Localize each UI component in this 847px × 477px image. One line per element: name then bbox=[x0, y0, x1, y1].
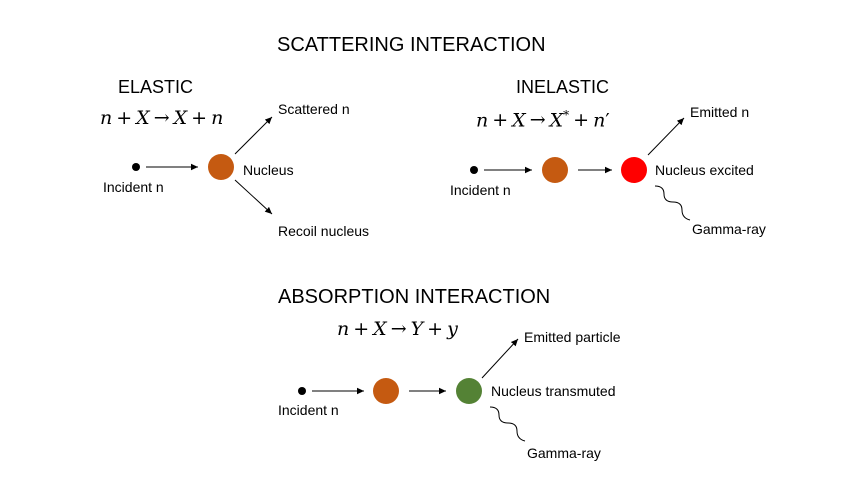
absorption-eq-lhs2: X bbox=[373, 318, 387, 340]
inelastic-eq-op1: + bbox=[492, 109, 509, 132]
inelastic-neutron-dot-icon bbox=[470, 166, 478, 174]
inelastic-eq-lhs2: X bbox=[512, 109, 526, 132]
absorption-eq-rhs1: Y bbox=[410, 318, 424, 340]
absorption-eq-op2: + bbox=[427, 318, 444, 340]
absorption-eq-rhs2: y bbox=[447, 318, 458, 340]
inelastic-eq-arrow: → bbox=[529, 109, 546, 132]
inelastic-excited-label: Nucleus excited bbox=[655, 162, 754, 178]
absorption-neutron-dot-icon bbox=[298, 387, 306, 395]
elastic-eq-arrow: → bbox=[153, 107, 170, 129]
scattering-title: SCATTERING INTERACTION bbox=[277, 34, 546, 56]
elastic-nucleus-circle-icon bbox=[208, 154, 234, 180]
inelastic-emitted-arrow-icon bbox=[647, 117, 685, 156]
inelastic-excited-nucleus-circle-icon bbox=[621, 157, 647, 183]
absorption-transmuted-label: Nucleus transmuted bbox=[491, 383, 616, 399]
absorption-eq-op1: + bbox=[353, 318, 370, 340]
absorption-emitted-label: Emitted particle bbox=[524, 329, 621, 345]
absorption-incident-label: Incident n bbox=[278, 402, 339, 418]
elastic-neutron-dot-icon bbox=[132, 163, 140, 171]
elastic-recoil-arrow-icon bbox=[234, 179, 273, 215]
inelastic-gamma-label: Gamma-ray bbox=[692, 221, 766, 237]
elastic-eq-lhs1: n bbox=[100, 107, 113, 129]
absorption-title: ABSORPTION INTERACTION bbox=[278, 286, 551, 308]
inelastic-eq-op2: + bbox=[573, 109, 590, 132]
absorption-emitted-arrow-icon bbox=[481, 338, 519, 379]
inelastic-eq-rhs1: X bbox=[549, 109, 564, 132]
inelastic-wavy-gamma-ray-icon bbox=[654, 185, 691, 221]
absorption-eq-arrow: → bbox=[390, 318, 407, 340]
elastic-eq-op2: + bbox=[191, 107, 208, 129]
absorption-eq-lhs1: n bbox=[337, 318, 350, 340]
absorption-gamma-label: Gamma-ray bbox=[527, 445, 601, 461]
inelastic-eq-rhs1-sup: * bbox=[563, 108, 570, 122]
inelastic-heading: INELASTIC bbox=[516, 77, 610, 97]
absorption-wavy-gamma-ray-icon bbox=[489, 406, 526, 442]
elastic-nucleus-label: Nucleus bbox=[243, 162, 294, 178]
inelastic-incident-label: Incident n bbox=[450, 182, 511, 198]
elastic-eq-rhs1: X bbox=[173, 107, 188, 129]
elastic-eq-op1: + bbox=[116, 107, 133, 129]
elastic-eq-lhs2: X bbox=[136, 107, 150, 129]
elastic-equation: n+X→X+n bbox=[100, 109, 223, 128]
absorption-nucleus-circle-icon bbox=[373, 378, 399, 404]
elastic-eq-rhs2: n bbox=[211, 107, 224, 129]
inelastic-eq-lhs1: n bbox=[476, 109, 489, 132]
elastic-recoil-label: Recoil nucleus bbox=[278, 223, 370, 239]
inelastic-eq-rhs2: n bbox=[593, 109, 606, 132]
elastic-scattered-arrow-icon bbox=[234, 116, 273, 155]
absorption-equation: n+X→Y+y bbox=[337, 320, 458, 339]
inelastic-eq-rhs2-sup: ′ bbox=[605, 109, 610, 132]
elastic-incident-label: Incident n bbox=[103, 179, 164, 195]
inelastic-nucleus-circle-icon bbox=[542, 157, 568, 183]
elastic-scattered-label: Scattered n bbox=[278, 101, 350, 117]
inelastic-emitted-label: Emitted n bbox=[690, 104, 750, 120]
inelastic-equation: n+X→X*+n′ bbox=[476, 109, 610, 130]
absorption-transmuted-nucleus-circle-icon bbox=[456, 378, 482, 404]
elastic-heading: ELASTIC bbox=[118, 77, 194, 97]
